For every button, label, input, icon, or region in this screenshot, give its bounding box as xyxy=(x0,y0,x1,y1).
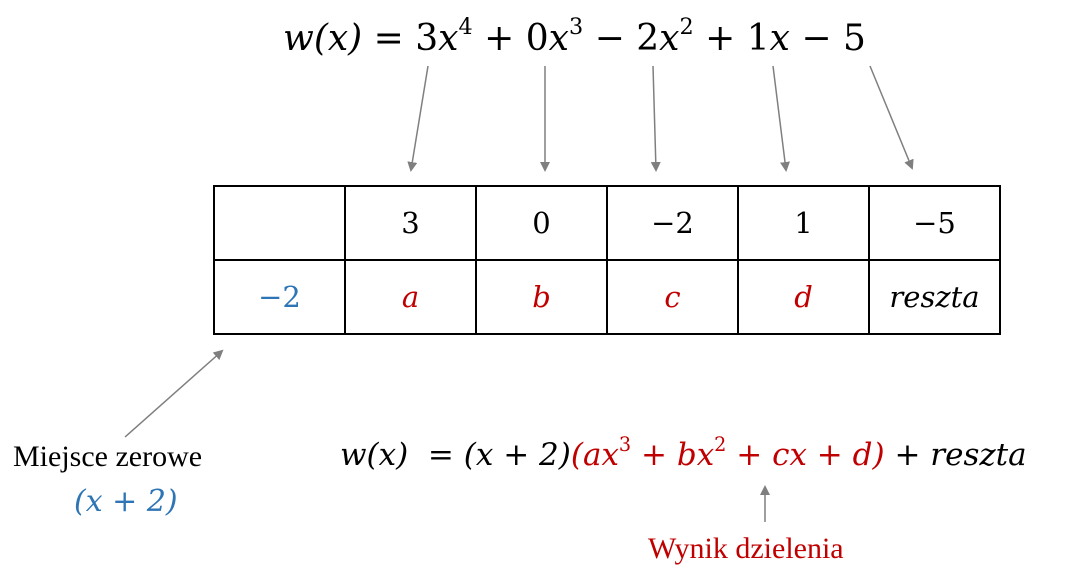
arrow-zero xyxy=(124,349,224,438)
coefficient-cell: −5 xyxy=(868,185,1001,261)
unknown-cell-b: b xyxy=(475,259,608,335)
term-3: − 2x2 xyxy=(583,13,694,59)
zero-factor: (x + 2) xyxy=(74,484,178,519)
division-lhs: w(x) xyxy=(340,437,409,473)
unknown-cell-d: d xyxy=(737,259,870,335)
division-remainder: reszta xyxy=(930,437,1027,473)
divisor-factor: (x + 2) xyxy=(463,437,571,473)
term-2: + 0x3 xyxy=(472,13,584,59)
quotient: (ax3 + bx2 + cx + d) xyxy=(570,432,885,473)
coefficient-row: 3 0 −2 1 −5 xyxy=(213,185,1001,261)
coefficient-cell: 1 xyxy=(737,185,870,261)
coefficient-cell: 3 xyxy=(344,185,477,261)
plus-sign: + xyxy=(884,437,931,473)
term-5: − 5 xyxy=(789,18,866,59)
root-cell: −2 xyxy=(213,259,346,335)
result-row: −2 a b c d reszta xyxy=(213,259,1001,335)
term-1: 3x4 xyxy=(415,13,473,59)
equals-sign: = xyxy=(408,437,464,473)
coefficient-cell: −2 xyxy=(606,185,739,261)
division-equation: w(x) = (x + 2)(ax3 + bx2 + cx + d) + res… xyxy=(340,432,1027,473)
arrow-coef-5 xyxy=(869,65,914,170)
arrow-coef-1 xyxy=(407,65,429,172)
unknown-cell-c: c xyxy=(606,259,739,335)
remainder-cell: reszta xyxy=(868,259,1001,335)
term-4: + 1x xyxy=(693,18,790,59)
zero-label: Miejsce zerowe xyxy=(13,440,203,473)
result-label: Wynik dzielenia xyxy=(648,532,844,565)
polynomial-lhs: w(x) = xyxy=(283,18,416,59)
arrow-coef-4 xyxy=(772,65,790,172)
polynomial-equation: w(x) = 3x4 + 0x3 − 2x2 + 1x − 5 xyxy=(283,13,866,59)
coefficient-cell: 0 xyxy=(475,185,608,261)
horner-table: 3 0 −2 1 −5 −2 a b c d reszta xyxy=(213,185,1001,335)
unknown-cell-a: a xyxy=(344,259,477,335)
arrow-coef-3 xyxy=(650,65,661,172)
empty-cell xyxy=(213,185,346,261)
